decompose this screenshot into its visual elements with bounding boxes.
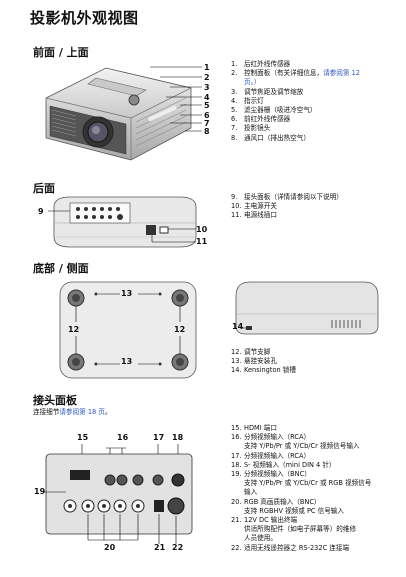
rear-leader-lines xyxy=(48,210,196,243)
page-link[interactable]: 请参阅第 12 xyxy=(323,69,360,78)
list-item: 14.Kensington 锁槽 xyxy=(231,366,296,375)
list-item: 22.适用无线遥控器之 RS-232C 连接端 xyxy=(231,543,350,552)
projector-front-image xyxy=(45,67,192,161)
list-item: 17.分频视频输入（RCA） xyxy=(231,451,311,460)
callout-22: 22 xyxy=(172,543,184,552)
connector-page-link[interactable]: 请参阅第 18 页 xyxy=(59,408,105,416)
bottom-parts-list: 12.调节支脚 13.悬挂安装孔 14.Kensington 锁槽 xyxy=(231,348,401,376)
connector-intro: 连接细节请参阅第 18 页。 xyxy=(33,408,112,416)
list-item: 输入 xyxy=(244,488,258,497)
callout-9: 9 xyxy=(38,207,44,216)
callout-11: 11 xyxy=(196,237,208,246)
list-item: 支持 Y/Pb/Pr 或 Y/Cb/Cr 视频信号输入 xyxy=(244,442,360,451)
callout-7: 7 xyxy=(204,119,210,128)
list-item: 15.HDMI 端口 xyxy=(231,424,277,432)
callout-20: 20 xyxy=(104,543,116,552)
callout-15: 15 xyxy=(77,433,89,442)
callout-1: 1 xyxy=(204,63,210,72)
rear-parts-list: 9.接头面板（详情请参阅以下说明） 10.主电源开关 11.电源线插口 xyxy=(231,193,401,221)
list-item: 4.指示灯 xyxy=(231,96,264,105)
list-item: 11.电源线插口 xyxy=(231,211,277,220)
list-item: 供适所购配件（如电子屏幕等）的维修 xyxy=(244,525,357,534)
callout-12-right: 12 xyxy=(174,325,186,334)
section-bottom-heading: 底部 / 侧面 xyxy=(33,262,89,275)
list-item: 13.悬挂安装孔 xyxy=(231,357,277,366)
callout-16: 16 xyxy=(117,433,129,442)
callout-13-top: 13 xyxy=(121,289,133,298)
list-item: 9.接头面板（详情请参阅以下说明） xyxy=(231,193,343,201)
section-rear-heading: 后面 xyxy=(33,182,55,195)
list-item: 3.调节焦距及调节缩放 xyxy=(231,87,304,96)
callout-4: 4 xyxy=(204,93,210,102)
projector-side-image xyxy=(235,281,379,335)
list-item: 6.前红外线传感器 xyxy=(231,115,291,124)
list-item: 18.S- 视频输入（mini DIN 4 针） xyxy=(231,460,336,469)
list-item: 7.投影镜头 xyxy=(231,124,271,133)
callout-2: 2 xyxy=(204,73,210,82)
list-item: 10.主电源开关 xyxy=(231,202,277,211)
callout-6: 6 xyxy=(204,111,210,120)
callout-10: 10 xyxy=(196,225,208,234)
callout-13-bottom: 13 xyxy=(121,357,133,366)
list-item: 5.滤尘器栅（吸进冷空气） xyxy=(231,106,317,115)
list-item: 支持 RGBHV 视频或 PC 信号输入 xyxy=(244,506,344,515)
list-item: 1.后红外线传感器 xyxy=(231,60,291,68)
front-leader-lines xyxy=(150,66,202,132)
list-item: 2.控制面板（有关详细信息，请参阅第 12 xyxy=(231,69,360,78)
list-item: 21.12V DC 输出终端 xyxy=(231,516,298,525)
list-item: 20.RGB 高画质输入（BNC） xyxy=(231,497,321,506)
front-parts-list: 1.后红外线传感器 2.控制面板（有关详细信息，请参阅第 12 页。） 3.调节… xyxy=(231,60,401,143)
list-item: 人员使用。 xyxy=(244,534,277,543)
connector-parts-list: 15.HDMI 端口 16.分频视频输入（RCA） 支持 Y/Pb/Pr 或 Y… xyxy=(231,424,403,553)
callout-8: 8 xyxy=(204,127,210,136)
list-item: 8.通风口（排出热空气） xyxy=(231,133,310,142)
projector-rear-image xyxy=(53,196,197,248)
page-title: 投影机外观视图 xyxy=(30,9,139,27)
callout-21: 21 xyxy=(154,543,166,552)
callout-12-left: 12 xyxy=(68,325,80,334)
list-item: 支持 Y/Pb/Pr 或 Y/Cb/Cr 或 RGB 视频信号 xyxy=(244,479,372,488)
callout-18: 18 xyxy=(172,433,184,442)
callout-17: 17 xyxy=(153,433,165,442)
list-item: 19.分频视频输入（BNC） xyxy=(231,470,311,479)
callout-19: 19 xyxy=(34,487,46,496)
callout-3: 3 xyxy=(204,83,210,92)
list-item: 页。） xyxy=(244,78,261,87)
projector-bottom-image xyxy=(59,281,197,379)
list-item: 16.分频视频输入（RCA） xyxy=(231,433,311,442)
list-item: 12.调节支脚 xyxy=(231,348,271,356)
section-connector-heading: 接头面板 xyxy=(33,394,77,407)
section-front-heading: 前面 / 上面 xyxy=(33,46,89,59)
connector-panel-image xyxy=(44,444,193,544)
callout-14: 14 xyxy=(232,322,244,331)
callout-5: 5 xyxy=(204,101,210,110)
